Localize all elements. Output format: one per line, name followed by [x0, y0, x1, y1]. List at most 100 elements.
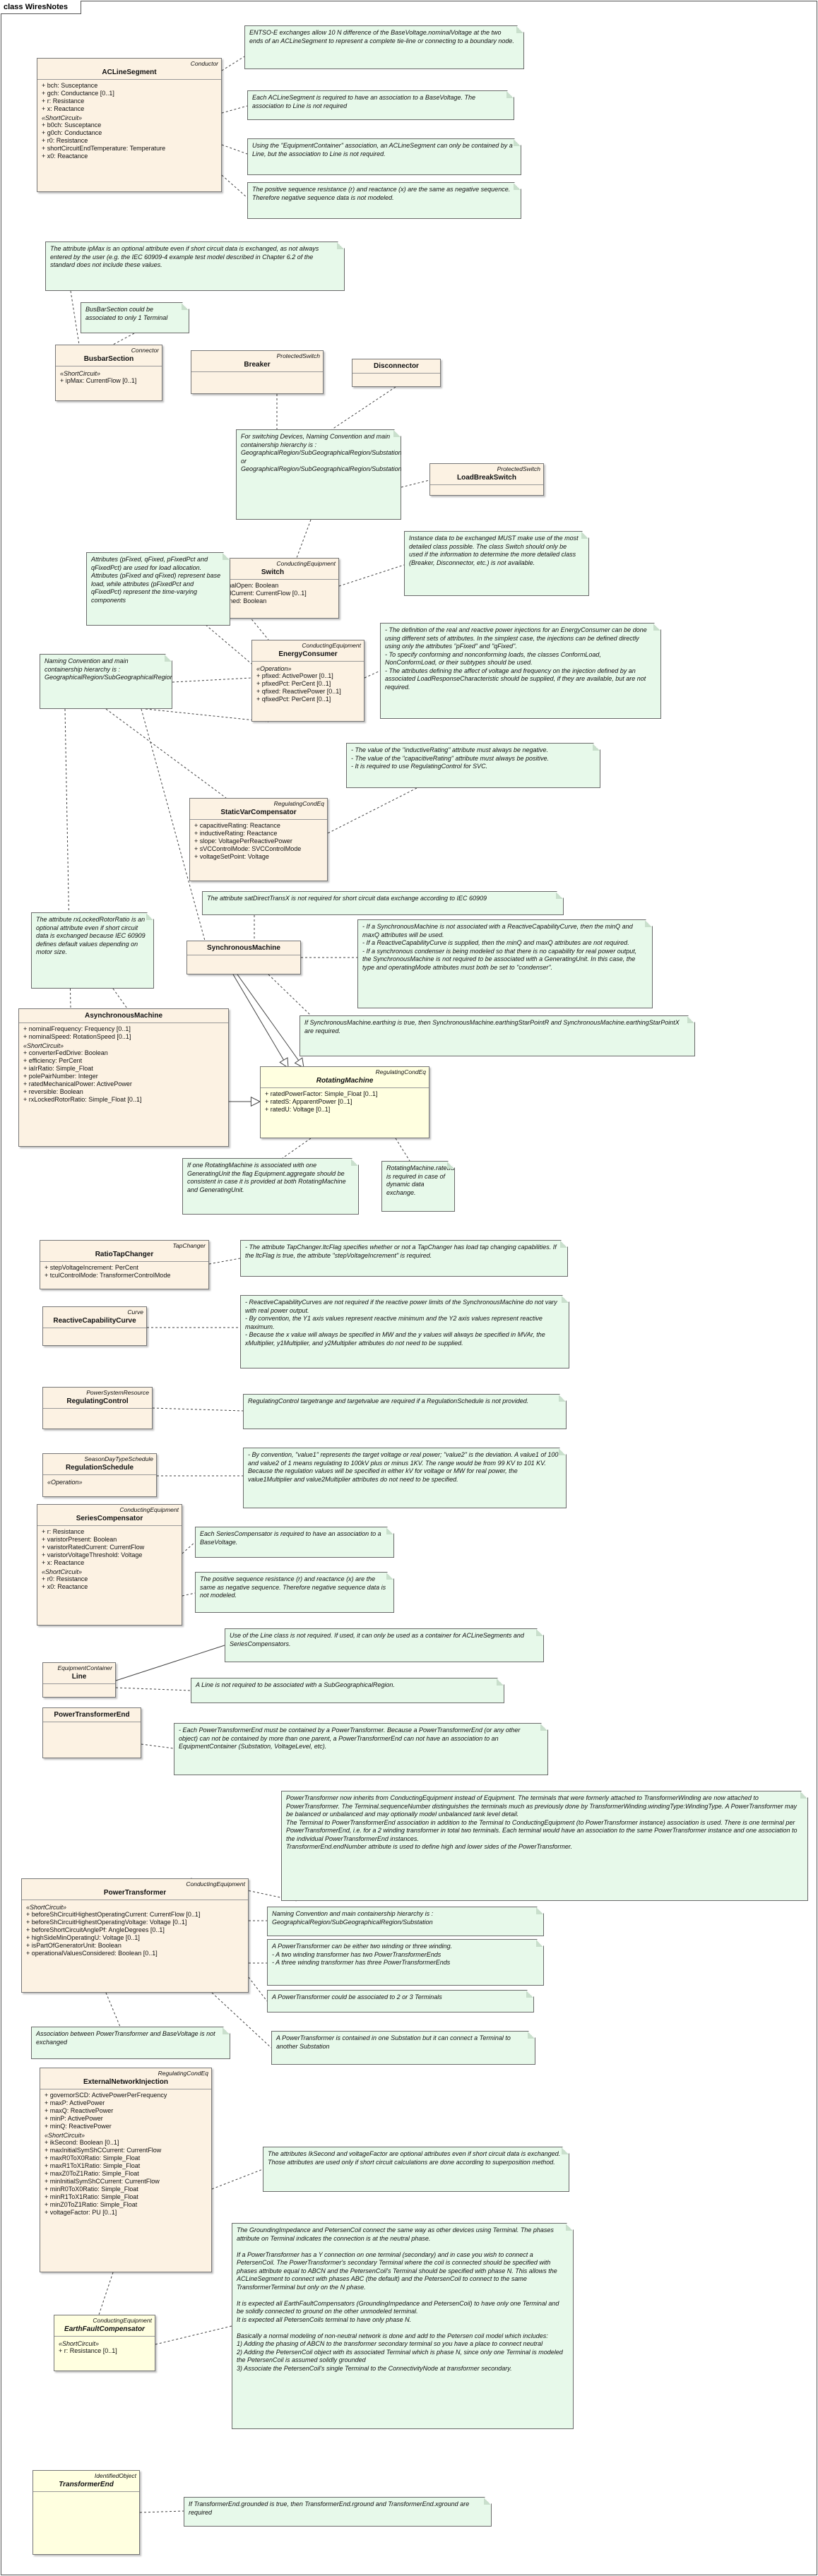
- note-ptterm[interactable]: A PowerTransformer could be associated t…: [267, 1990, 534, 2012]
- class-stereotype: TapChanger: [172, 1242, 206, 1249]
- note-text: The attribute satDirectTransX is not req…: [207, 895, 487, 902]
- note-text: Attributes (pFixed, qFixed, pFixedPct an…: [91, 556, 223, 604]
- class-stereotype: RegulatingCondEq: [273, 800, 324, 807]
- class-attribute: + varistorPresent: Boolean: [42, 1536, 117, 1543]
- class-attribute: + r: Resistance: [42, 1528, 85, 1535]
- note-switching[interactable]: For switching Devices, Naming Convention…: [236, 429, 401, 520]
- class-attributes: + ratedPowerFactor: Simple_Float [0..1]+…: [261, 1088, 429, 1116]
- note-transformerend[interactable]: If TransformerEnd.grounded is true, then…: [184, 2497, 492, 2527]
- note-ptbase[interactable]: Association between PowerTransformer and…: [31, 2027, 230, 2059]
- note-entsoe[interactable]: ENTSO-E exchanges allow 10 N difference …: [244, 25, 524, 69]
- note-earthing[interactable]: If SynchronousMachine.earthing is true, …: [300, 1015, 695, 1056]
- note-iksecond[interactable]: The attributes IkSecond and voltageFacto…: [263, 2147, 569, 2192]
- class-stereotype: Conductor: [190, 60, 218, 67]
- class-attribute: + minR0ToX0Ratio: Simple_Float: [45, 2186, 138, 2193]
- class-name: PowerTransformer: [22, 1888, 248, 1900]
- note-aclcont[interactable]: Using the "EquipmentContainer" associati…: [247, 138, 521, 175]
- class-name: BusbarSection: [56, 354, 162, 366]
- class-stereotype: ConductingEquipment: [119, 1506, 179, 1513]
- class-disconnector[interactable]: Disconnector: [352, 359, 441, 387]
- class-attribute: + r: Resistance [0..1]: [59, 2347, 117, 2354]
- note-consumer[interactable]: - The definition of the real and reactiv…: [380, 623, 661, 719]
- note-directtransit[interactable]: The attribute satDirectTransX is not req…: [202, 891, 564, 915]
- note-text: - The value of the "inductiveRating" att…: [351, 746, 550, 770]
- class-synchronousmachine[interactable]: SynchronousMachine: [186, 941, 301, 974]
- note-rxlocked[interactable]: The attribute rxLockedRotorRatio is an o…: [31, 912, 154, 989]
- class-attribute: + inductiveRating: Reactance: [194, 830, 278, 837]
- note-serbase[interactable]: Each SeriesCompensator is required to ha…: [195, 1527, 394, 1558]
- class-attributes: + normalOpen: Boolean+ ratedCurrent: Cur…: [207, 580, 338, 608]
- note-link: [208, 1258, 241, 1265]
- note-ipmax[interactable]: The attribute ipMax is an optional attri…: [45, 242, 345, 291]
- class-attribute: + shortCircuitEndTemperature: Temperatur…: [42, 145, 166, 152]
- note-regcontrol[interactable]: RegulatingControl targetrange and target…: [243, 1394, 567, 1429]
- note-tculflag[interactable]: - The attribute TapChanger.ltcFlag speci…: [240, 1240, 568, 1277]
- note-busbar[interactable]: BusBarSection could be associated to onl…: [81, 302, 189, 333]
- class-name: PowerTransformerEnd: [43, 1710, 141, 1722]
- note-link: [115, 1687, 191, 1691]
- note-ptwinding[interactable]: A PowerTransformer can be either two win…: [267, 1939, 544, 1986]
- class-attribute: + pfixed: ActivePower [0..1]: [256, 672, 333, 679]
- note-text: Use of the Line class is not required. I…: [230, 1632, 526, 1647]
- note-grounding[interactable]: The GroundingImpedance and PetersenCoil …: [232, 2223, 574, 2429]
- class-attribute: + ratedMechanicalPower: ActivePower: [23, 1080, 132, 1087]
- note-generating[interactable]: If one RotatingMachine is associated wit…: [182, 1158, 359, 1215]
- note-link: [112, 988, 128, 1009]
- class-attribute: + maxP: ActivePower: [45, 2099, 105, 2106]
- class-attribute: + isPartOfGeneratorUnit: Boolean: [26, 1942, 121, 1949]
- generalization-link: [232, 974, 289, 1068]
- note-ptsub[interactable]: A PowerTransformer is contained in one S…: [271, 2031, 535, 2065]
- class-attribute: + ipMax: CurrentFlow [0..1]: [60, 377, 137, 384]
- diagram-title: class WiresNotes: [1, 1, 82, 14]
- note-curve[interactable]: - ReactiveCapabilityCurves are not requi…: [240, 1295, 569, 1368]
- note-text: - By convention, "value1" represents the…: [248, 1451, 560, 1483]
- class-attribute: + reversible: Boolean: [23, 1088, 83, 1095]
- class-attribute: + highSideMinOperatingU: Voltage [0..1]: [26, 1934, 140, 1941]
- note-link: [182, 1592, 196, 1597]
- generalization-arrowhead: [279, 1057, 289, 1068]
- note-svc[interactable]: - The value of the "inductiveRating" att…: [346, 743, 600, 788]
- note-ptnaming[interactable]: Naming Convention and main containership…: [267, 1907, 544, 1936]
- attribute-group-label: «Operation»: [256, 665, 292, 672]
- class-attribute: + maxInitialSymShCCurrent: CurrentFlow: [45, 2147, 162, 2154]
- note-line[interactable]: Use of the Line class is not required. I…: [225, 1628, 544, 1662]
- class-stereotype: Connector: [131, 347, 159, 354]
- note-rateds[interactable]: RotatingMachine.ratedS is required in ca…: [381, 1161, 455, 1212]
- note-pfixed[interactable]: Attributes (pFixed, qFixed, pFixedPct an…: [86, 552, 230, 626]
- class-asynchronousmachine[interactable]: AsynchronousMachine+ nominalFrequency: F…: [18, 1008, 229, 1147]
- note-ptinherit[interactable]: PowerTransformer now inherits from Condu…: [281, 1791, 808, 1901]
- class-attributes: + capacitiveRating: Reactance+ inductive…: [190, 820, 327, 864]
- note-aclbase[interactable]: Each ACLineSegment is required to have a…: [247, 90, 514, 120]
- note-ptend[interactable]: - Each PowerTransformerEnd must be conta…: [174, 1723, 548, 1775]
- class-powertransformerend[interactable]: PowerTransformerEnd: [42, 1707, 141, 1758]
- class-attribute: + gch: Conductance [0..1]: [42, 90, 114, 97]
- note-regschedule[interactable]: - By convention, "value1" represents the…: [243, 1448, 567, 1508]
- note-synch[interactable]: - If a SynchronousMachine is not associa…: [357, 919, 653, 1008]
- note-serseq[interactable]: The positive sequence resistance (r) and…: [195, 1572, 394, 1613]
- class-stereotype: ConductingEquipment: [302, 642, 361, 649]
- note-instance[interactable]: Instance data to be exchanged MUST make …: [404, 531, 589, 596]
- class-attribute: + x0: Reactance: [42, 153, 88, 160]
- note-linesub[interactable]: A Line is not required to be associated …: [191, 1678, 504, 1703]
- note-link: [139, 2510, 184, 2513]
- note-aclseq[interactable]: The positive sequence resistance (r) and…: [247, 182, 521, 219]
- note-naming[interactable]: Naming Convention and main containership…: [40, 654, 172, 709]
- attribute-group-label: «ShortCircuit»: [59, 2340, 100, 2347]
